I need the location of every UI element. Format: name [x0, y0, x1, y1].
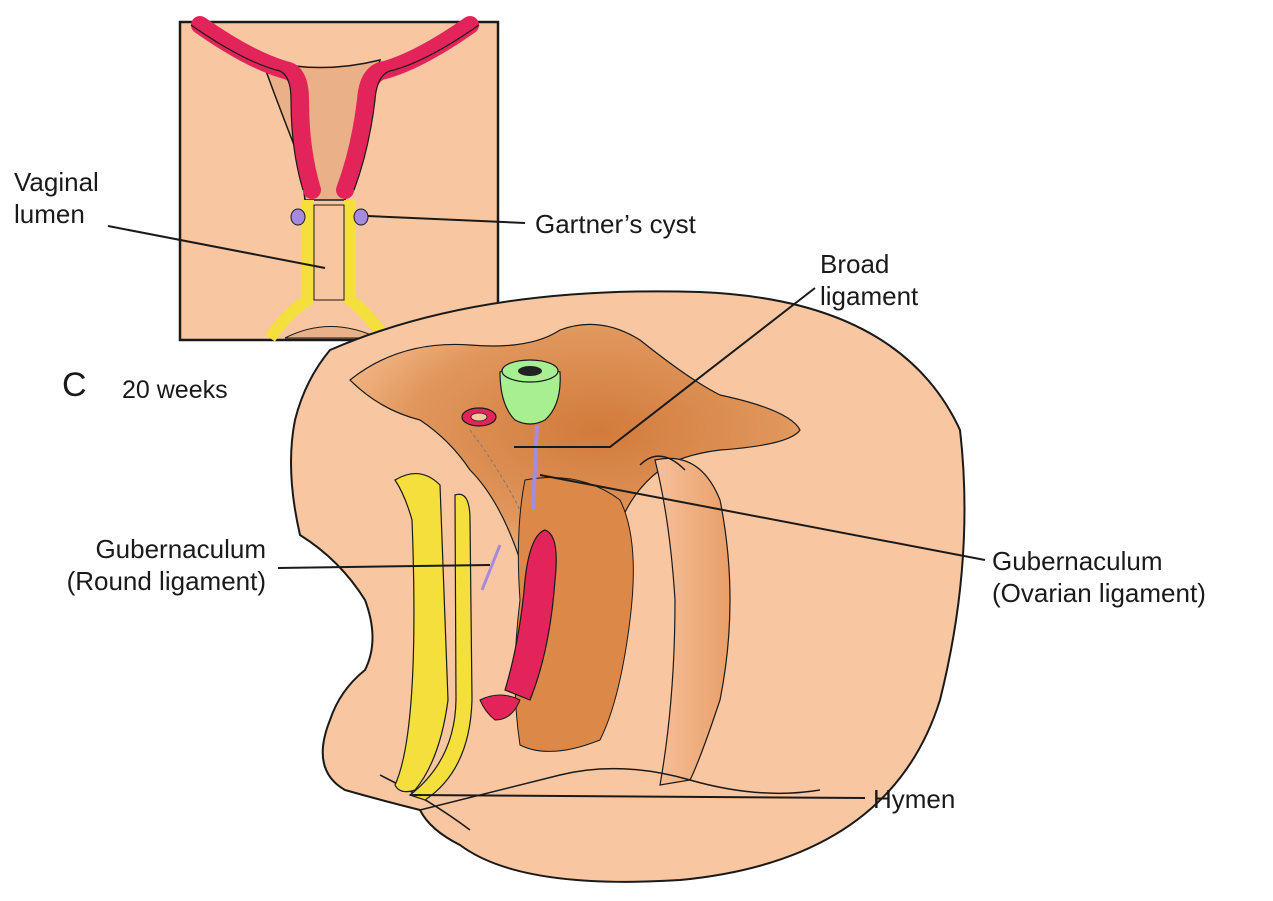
- label-broad-ligament-line2: ligament: [820, 280, 918, 312]
- label-hymen: Hymen: [873, 783, 955, 815]
- label-gubernaculum-round-line1: Gubernaculum: [14, 533, 266, 565]
- label-gubernaculum-round-line2: (Round ligament): [14, 565, 266, 597]
- uterine-tube-lumen: [471, 413, 487, 421]
- label-gubernaculum-round: Gubernaculum (Round ligament): [14, 533, 266, 597]
- main-section: [291, 291, 965, 881]
- label-gartners-cyst: Gartner’s cyst: [535, 208, 696, 240]
- inset-panel: [180, 22, 498, 340]
- label-gubernaculum-ovarian: Gubernaculum (Ovarian ligament): [992, 545, 1206, 609]
- label-vaginal-lumen-line2: lumen: [14, 198, 99, 230]
- gartners-cyst-right: [354, 209, 368, 225]
- ovary-hilum: [518, 366, 542, 376]
- stage-label: 20 weeks: [122, 374, 228, 406]
- panel-letter: C: [62, 366, 87, 404]
- label-broad-ligament-line1: Broad: [820, 248, 918, 280]
- gartners-cyst-left: [291, 209, 305, 225]
- label-broad-ligament: Broad ligament: [820, 248, 918, 312]
- label-vaginal-lumen: Vaginal lumen: [14, 166, 99, 230]
- label-vaginal-lumen-line1: Vaginal: [14, 166, 99, 198]
- inset-vaginal-lumen: [314, 205, 344, 300]
- label-gubernaculum-ovarian-line1: Gubernaculum: [992, 545, 1206, 577]
- label-gubernaculum-ovarian-line2: (Ovarian ligament): [992, 577, 1206, 609]
